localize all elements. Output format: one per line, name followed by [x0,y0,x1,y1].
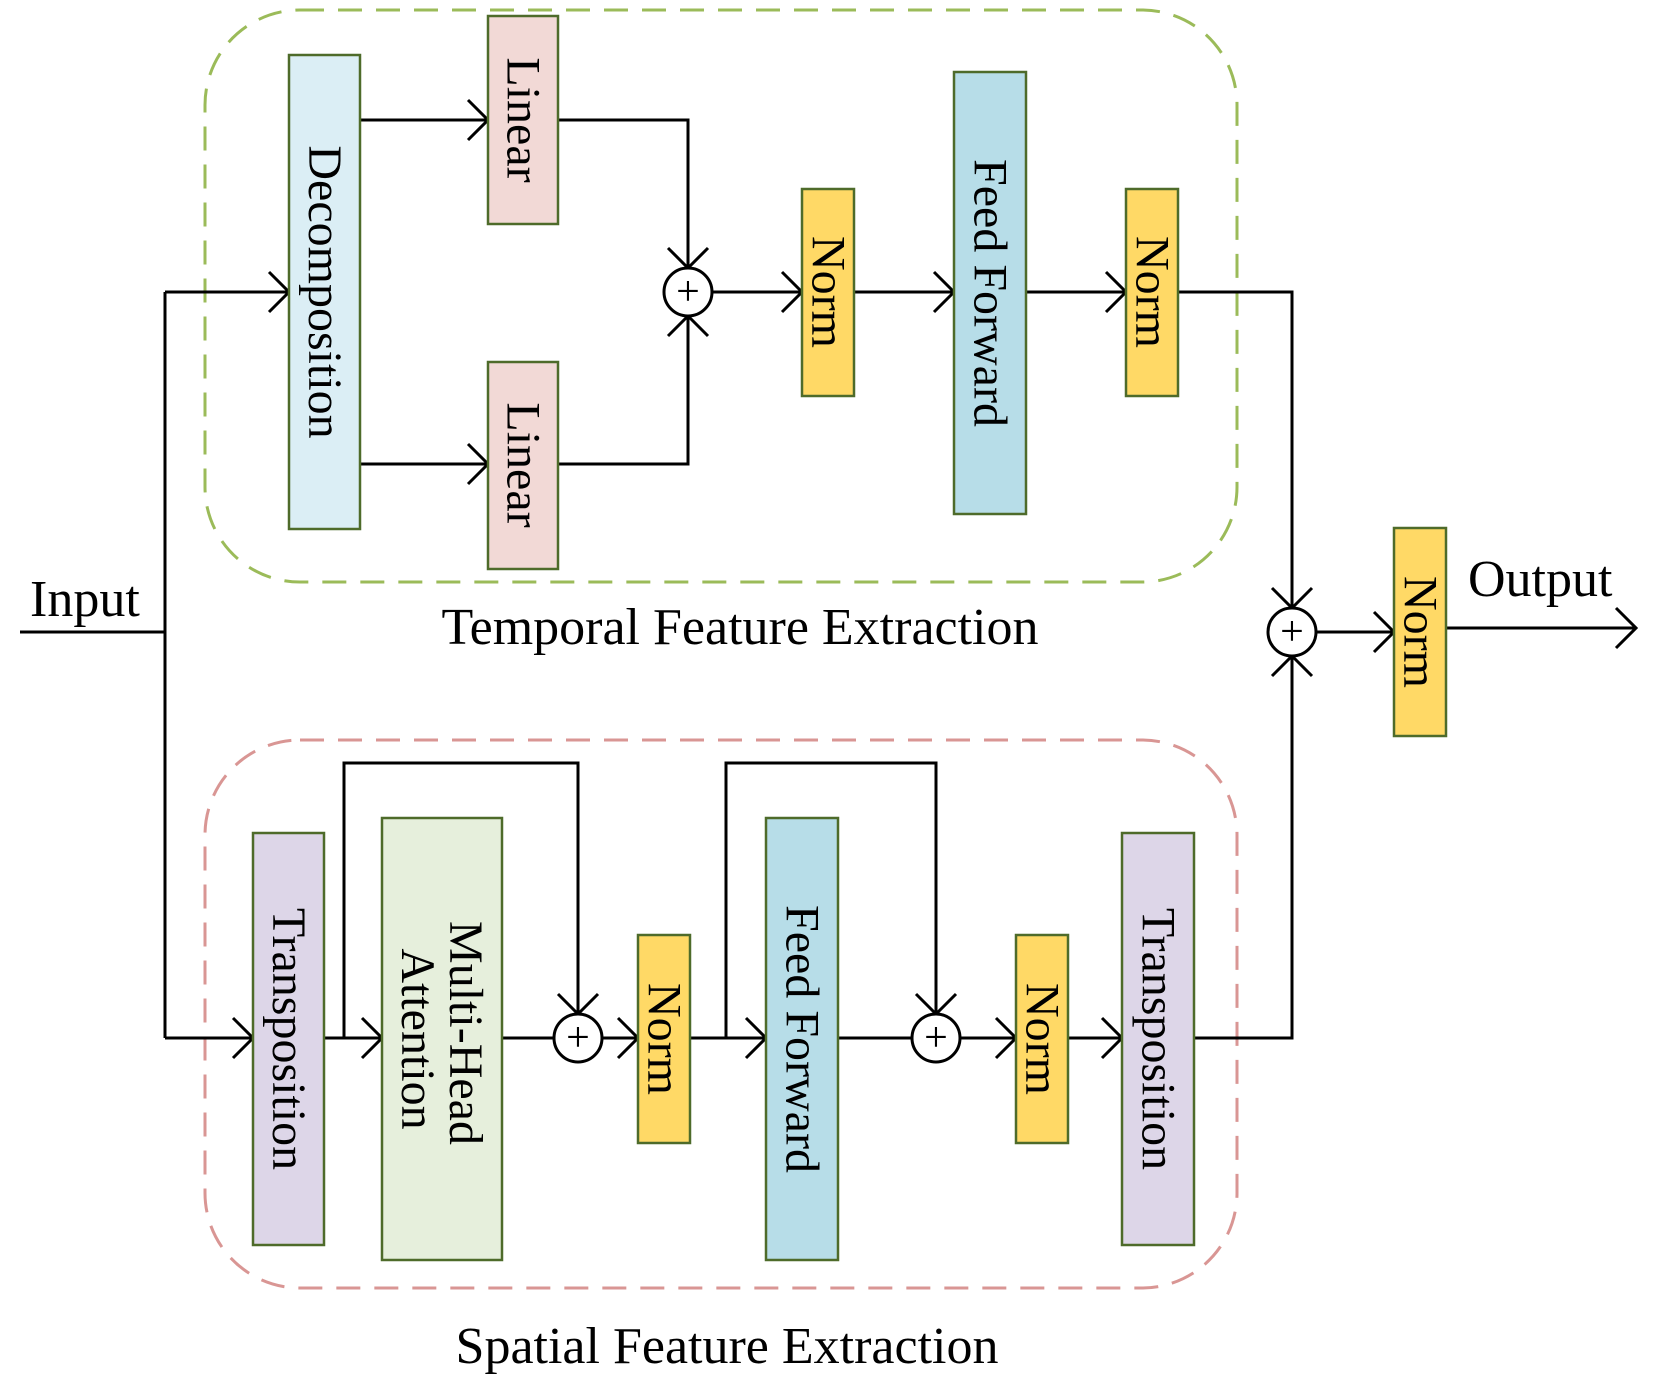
add-circle-icon [552,1012,604,1064]
line-linear-top-to-add [558,118,690,268]
feed-forward-spatial-label: Feed Forward [776,905,829,1173]
spatial-group-outline [203,738,1239,1290]
decomposition-block: Decomposition [287,53,362,531]
feed-forward-spatial-block: Feed Forward [764,816,840,1262]
spatial-caption: Spatial Feature Extraction [456,1318,999,1374]
add-symbol: + [1280,609,1304,655]
norm-spatial-2-block: Norm [1014,933,1070,1145]
residual-attention [342,761,580,1038]
transposition-2-label: Transposition [1132,908,1185,1170]
norm-temporal-2-label: Norm [1126,236,1179,348]
add-node-temporal: + [662,266,714,318]
transposition-1-label: Transposition [262,908,315,1170]
add-node-attention: + [552,1012,604,1064]
connectors [20,118,1636,1040]
norm-temporal-1-label: Norm [802,236,855,348]
line-transposition-to-merge [1194,656,1294,1040]
norm-spatial-1-label: Norm [638,983,691,1095]
add-symbol: + [566,1015,590,1061]
attention-line-2: Attention [391,948,444,1129]
output-label: Output [1468,551,1613,608]
norm-output-block: Norm [1392,526,1448,738]
norm-spatial-1-block: Norm [636,933,692,1145]
add-symbol: + [676,269,700,315]
line-norm-t2-to-merge [1178,290,1294,608]
norm-spatial-2-label: Norm [1016,983,1069,1095]
input-label: Input [30,571,140,628]
transposition-1-block: Transposition [251,831,326,1247]
add-circle-icon [662,266,714,318]
multi-head-attention-block: Multi-Head Attention [380,816,504,1262]
norm-output-label: Norm [1394,576,1447,688]
feed-forward-temporal-label: Feed Forward [964,159,1017,427]
add-circle-icon [1266,606,1318,658]
add-circle-icon [910,1012,962,1064]
add-node-feed-forward: + [910,1012,962,1064]
multi-head-attention-label: Multi-Head Attention [391,921,492,1157]
attention-line-1: Multi-Head [439,921,492,1145]
linear-bottom-label: Linear [497,402,550,527]
norm-temporal-2-block: Norm [1124,187,1180,398]
linear-bottom-block: Linear [486,360,560,571]
decomposition-label: Decomposition [298,145,351,438]
linear-top-label: Linear [497,57,550,182]
arrowhead-icon [1614,606,1639,650]
linear-top-block: Linear [486,14,560,226]
temporal-group-outline [203,8,1239,584]
add-symbol: + [924,1015,948,1061]
add-node-merge: + [1266,606,1318,658]
transposition-2-block: Transposition [1120,831,1196,1247]
temporal-caption: Temporal Feature Extraction [441,599,1038,656]
residual-feed-forward [724,761,938,1038]
line-linear-bottom-to-add [558,316,690,466]
norm-temporal-1-block: Norm [800,187,856,398]
feed-forward-temporal-block: Feed Forward [952,70,1028,516]
